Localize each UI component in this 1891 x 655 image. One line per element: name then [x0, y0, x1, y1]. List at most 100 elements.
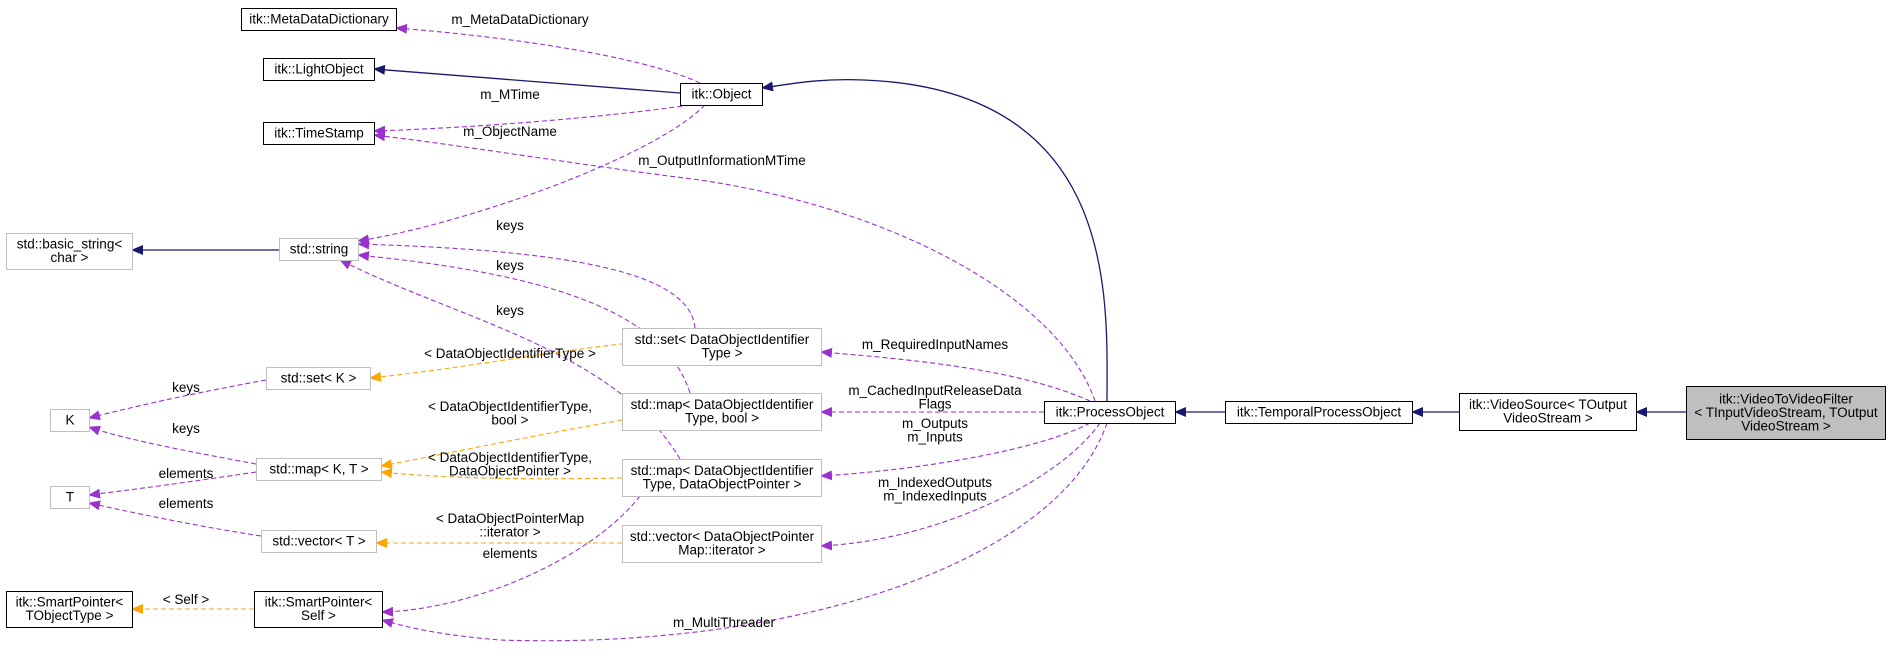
node-label: std::vector< T > — [272, 533, 365, 548]
edge-label-tpl-self: < Self > — [163, 592, 210, 607]
node-label: itk::Object — [691, 86, 751, 101]
node-label: std::map< K, T > — [269, 461, 368, 476]
edge-use-processobject-timestamp — [373, 131, 1096, 402]
node-box — [256, 458, 382, 481]
node-k[interactable]: K — [50, 409, 90, 432]
edge-label-m-requiredinputnames: m_RequiredInputNames — [862, 337, 1009, 352]
edge-label-m-mtime: m_MTime — [480, 87, 540, 102]
node-lightobject[interactable]: itk::LightObject — [263, 58, 375, 81]
edge-tpl-setdoid-setk — [369, 341, 641, 382]
node-box — [680, 83, 763, 106]
node-box — [622, 393, 822, 431]
node-label: K — [65, 412, 74, 427]
node-label: itk::TimeStamp — [274, 125, 364, 140]
node-basic-string[interactable]: std::basic_string<char > — [6, 233, 133, 270]
edge-use-mapkt-k — [88, 425, 257, 465]
node-label: itk::LightObject — [274, 61, 364, 76]
edge-label-keys-1: keys — [496, 218, 524, 233]
edge-use-setdoid-string — [357, 239, 696, 329]
node-box — [279, 238, 359, 261]
edge-tpl-mapbool-mapkt — [380, 419, 623, 469]
node-processobject[interactable]: itk::ProcessObject — [1044, 401, 1176, 424]
node-box — [1225, 401, 1413, 424]
edge-tpl-mapdop-mapkt — [380, 468, 623, 480]
node-temporal[interactable]: itk::TemporalProcessObject — [1225, 401, 1413, 424]
edge-label-keys-4: keys — [172, 380, 200, 395]
edge-label-keys-2: keys — [496, 258, 524, 273]
node-timestamp[interactable]: itk::TimeStamp — [263, 122, 375, 145]
node-label: itk::MetaDataDictionary — [249, 11, 389, 26]
node-box — [1686, 386, 1886, 440]
node-map-kt[interactable]: std::map< K, T > — [256, 458, 382, 481]
edge-label-m-multithreader: m_MultiThreader — [673, 615, 776, 630]
node-string[interactable]: std::string — [279, 238, 359, 261]
node-metadatadict[interactable]: itk::MetaDataDictionary — [241, 8, 397, 31]
node-box — [622, 459, 822, 497]
edge-label-elements-1: elements — [159, 466, 214, 481]
edge-label-m-metadatadictionary: m_MetaDataDictionary — [451, 12, 589, 27]
edge-use-object-string — [357, 104, 706, 245]
edge-label-keys-5: keys — [172, 421, 200, 436]
node-set-k[interactable]: std::set< K > — [266, 367, 371, 390]
edge-use-vectort-t — [88, 500, 262, 537]
node-label: T — [66, 489, 74, 504]
node-box — [263, 58, 375, 81]
node-box — [263, 122, 375, 145]
node-label: itk::TemporalProcessObject — [1237, 404, 1402, 419]
node-box — [1459, 393, 1637, 431]
edge-use-processobject-mapdop — [820, 422, 1091, 481]
node-vector-t[interactable]: std::vector< T > — [261, 530, 377, 553]
node-label: std::set< K > — [281, 370, 357, 385]
node-sp-self[interactable]: itk::SmartPointer<Self > — [254, 591, 383, 628]
edge-use-mapkt-t — [88, 471, 257, 499]
node-label: itk::ProcessObject — [1056, 404, 1165, 419]
node-box — [50, 486, 90, 509]
node-box — [622, 525, 822, 563]
edge-use-setk-k — [88, 379, 267, 421]
node-box — [6, 591, 133, 628]
node-label: itk::VideoToVideoFilter< TInputVideoStre… — [1694, 391, 1877, 433]
edge-label-tpl-map-bool: < DataObjectIdentifierType,bool > — [428, 399, 592, 428]
edge-label-tpl-vector: < DataObjectPointerMap::iterator > — [436, 511, 584, 540]
node-label: std::string — [290, 241, 349, 256]
node-box — [1044, 401, 1176, 424]
edge-label-m-outputinformationmtime: m_OutputInformationMTime — [638, 153, 806, 168]
node-box — [6, 233, 133, 270]
node-box — [261, 530, 377, 553]
edge-use-processobject-spself — [381, 422, 1108, 642]
node-sp-tobj[interactable]: itk::SmartPointer<TObjectType > — [6, 591, 133, 628]
node-label: itk::SmartPointer<Self > — [265, 595, 373, 624]
node-label: std::basic_string<char > — [17, 237, 123, 266]
edge-use-processobject-setdoid — [820, 347, 1091, 402]
node-box — [254, 591, 383, 628]
node-label: itk::SmartPointer<TObjectType > — [16, 595, 124, 624]
node-box — [50, 409, 90, 432]
node-box — [266, 367, 371, 390]
node-box — [622, 328, 822, 366]
node-v2vfilter[interactable]: itk::VideoToVideoFilter< TInputVideoStre… — [1686, 386, 1886, 440]
edge-use-processobject-vectordop — [820, 422, 1101, 551]
edge-label-m-objectname: m_ObjectName — [463, 124, 557, 139]
edge-inh-processobject-object — [761, 78, 1108, 402]
edge-label-keys-3: keys — [496, 303, 524, 318]
node-t[interactable]: T — [50, 486, 90, 509]
edge-use-object-metadatadict — [395, 23, 701, 84]
edge-use-mapdop-spself — [381, 495, 641, 617]
edge-label-elements-3: elements — [483, 546, 538, 561]
edge-label-tpl-map-dop: < DataObjectIdentifierType,DataObjectPoi… — [428, 450, 592, 479]
node-box — [241, 8, 397, 31]
node-object[interactable]: itk::Object — [680, 83, 763, 106]
